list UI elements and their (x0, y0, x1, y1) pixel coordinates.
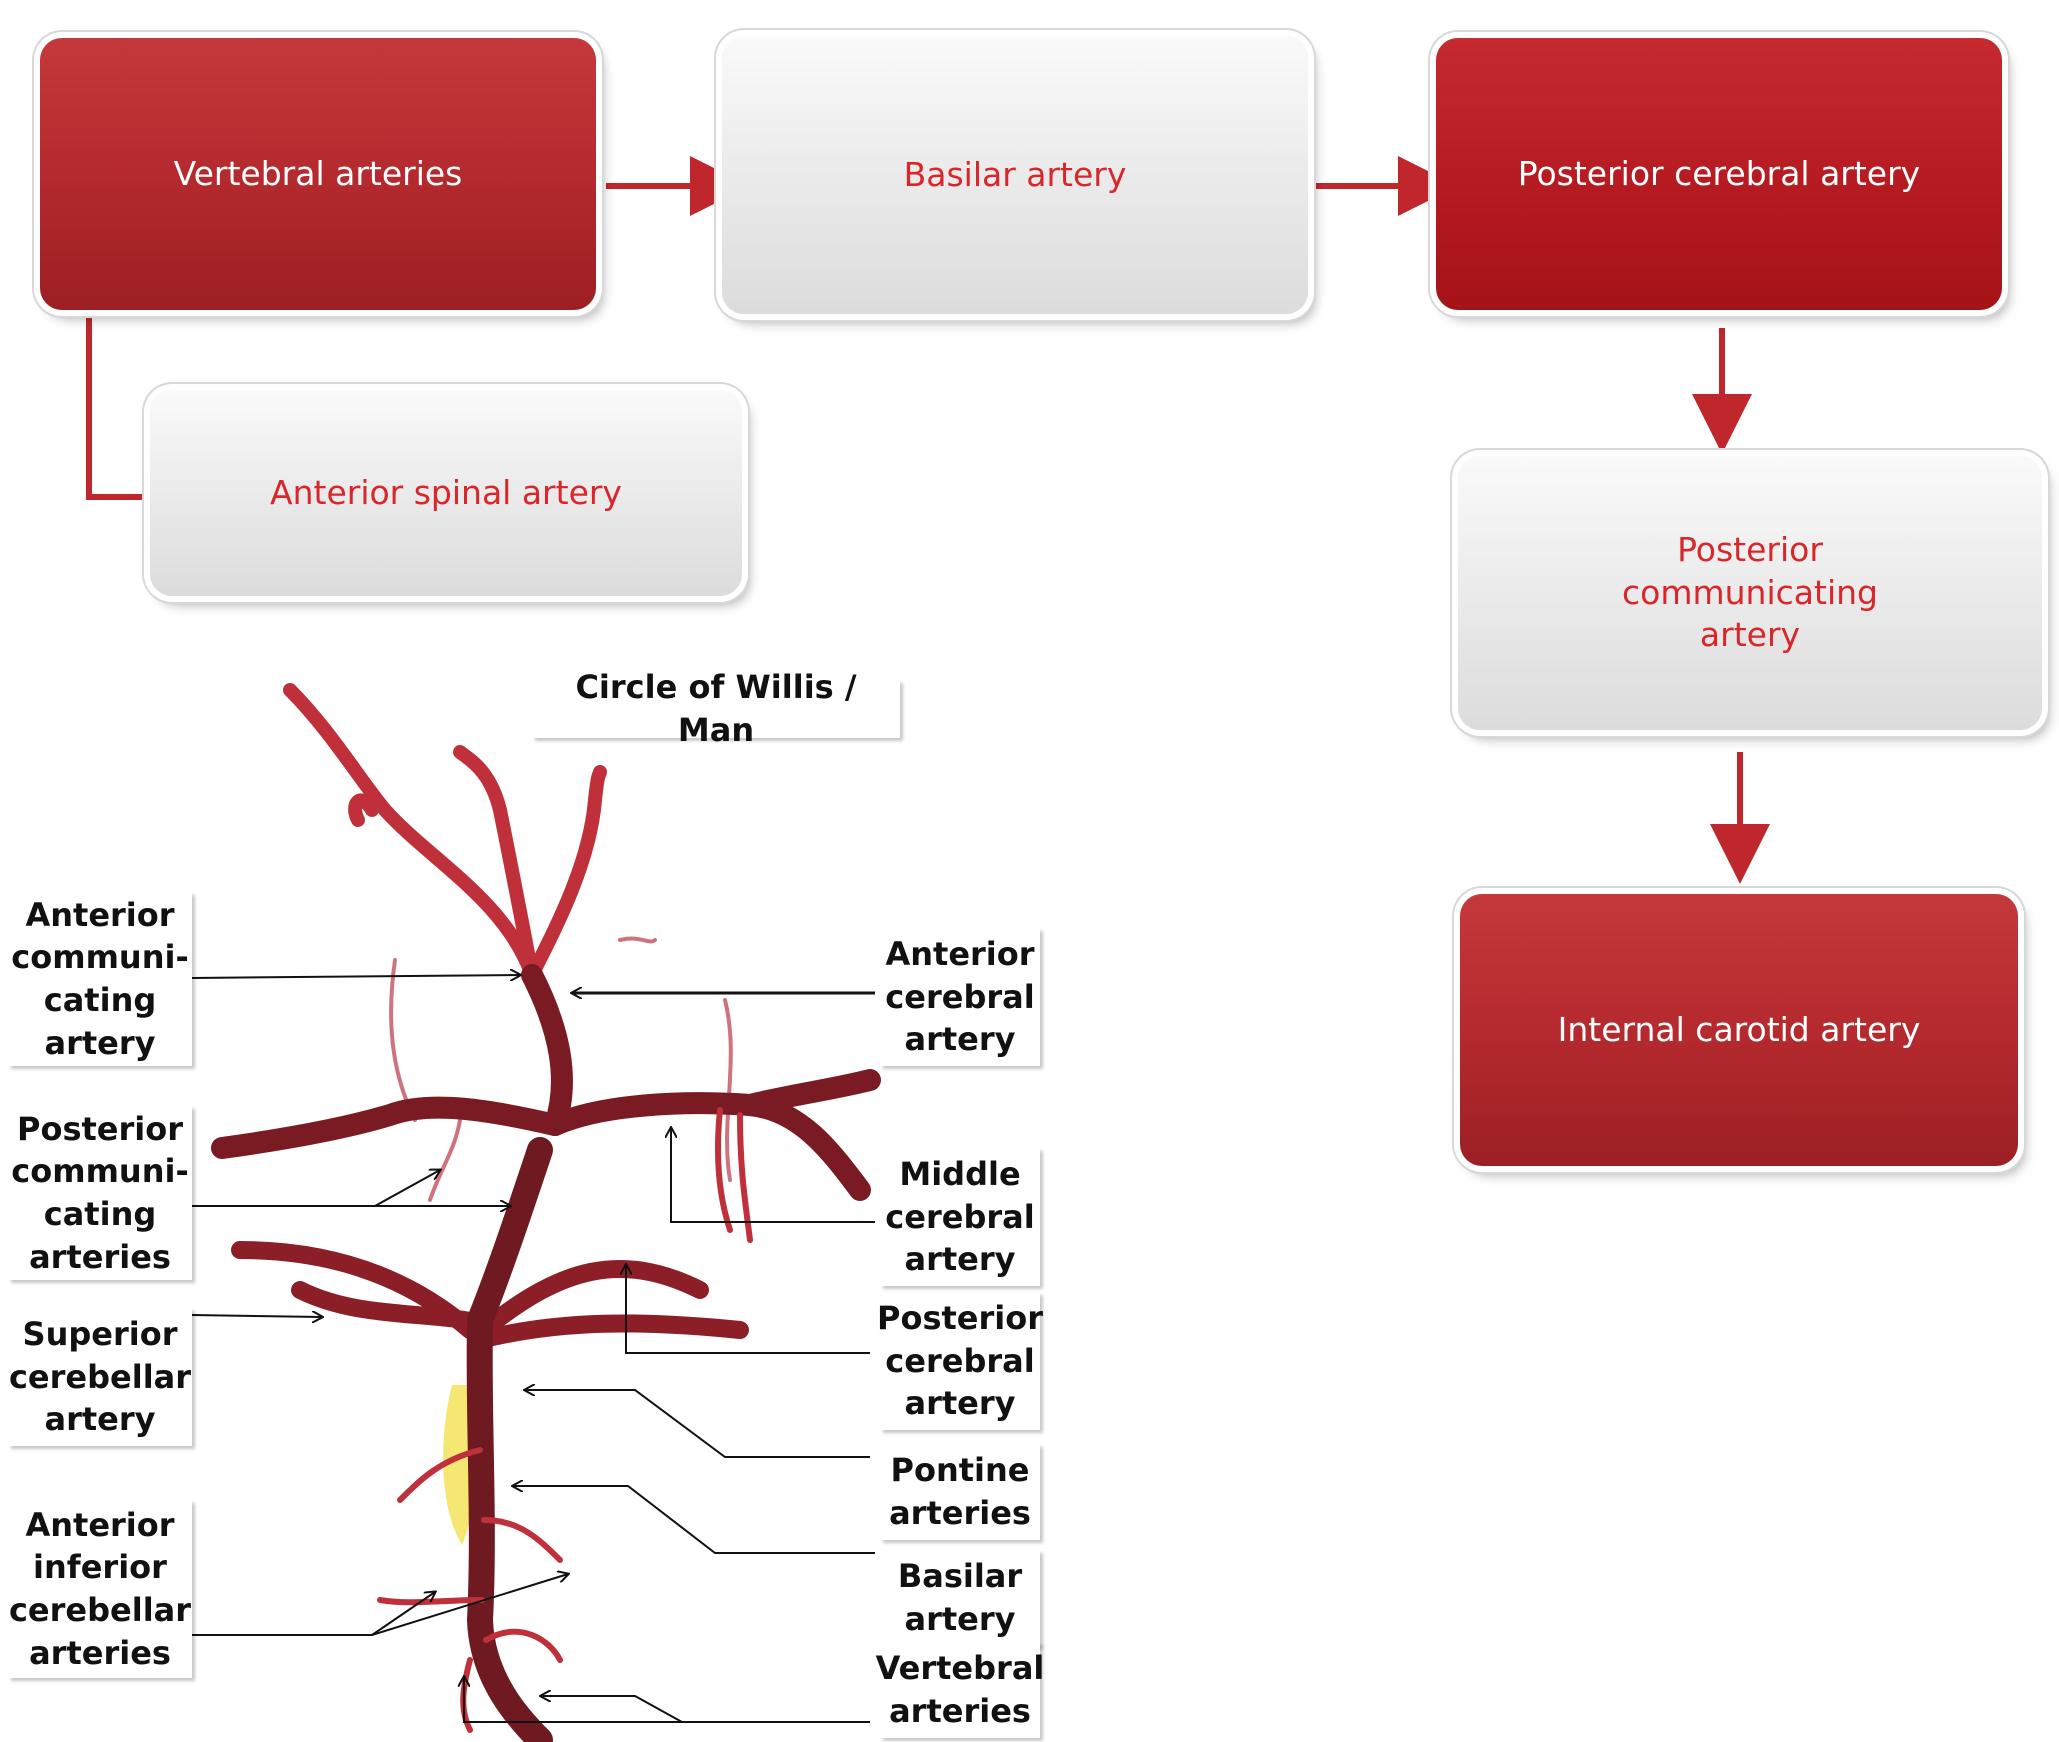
box-vertebral-arteries-label: Vertebral arteries (173, 153, 463, 193)
box-anterior-spinal-artery-label: Anterior spinal artery (270, 472, 622, 512)
pointer-middle-cerebral (671, 1128, 875, 1223)
label-line: communi- (11, 1152, 189, 1191)
box-vertebral-arteries: Vertebral arteries (40, 38, 596, 310)
flowchart-connectors (86, 156, 1770, 884)
box-posterior-cerebral-artery: Posterior cerebral artery (1436, 38, 2002, 310)
pointer-vertebral-b (464, 1677, 682, 1723)
label-line: Posterior (17, 1109, 183, 1148)
photo-title-text: Circle of Willis / Man (575, 668, 857, 749)
label-line: Vertebral (875, 1649, 1045, 1688)
label-line: arteries (29, 1237, 171, 1276)
label-line: cerebral (885, 977, 1035, 1016)
label-line: cating (43, 981, 157, 1019)
photo-title: Circle of Willis / Man (532, 668, 900, 749)
box-basilar-artery-label: Basilar artery (903, 154, 1127, 194)
label-line: cerebellar (8, 1591, 192, 1629)
label-line: arteries (29, 1633, 171, 1672)
pointer-posterior-communicating-a (192, 1170, 440, 1207)
box-internal-carotid-artery: Internal carotid artery (1460, 894, 2018, 1166)
label-line: Anterior (25, 895, 175, 934)
label-line: Middle (899, 1155, 1021, 1194)
box-internal-carotid-artery-label: Internal carotid artery (1557, 1009, 1921, 1049)
label-anterior-inferior-cerebellar-arteries: Anterior inferior cerebellar arteries (8, 1500, 192, 1678)
pointer-lines (191, 975, 875, 1723)
pointer-posterior-cerebral (626, 1265, 870, 1354)
label-line: artery (904, 1020, 1016, 1059)
label-line: Anterior (25, 1505, 175, 1544)
pointer-anterior-communicating (191, 975, 520, 978)
label-line: cerebral (885, 1341, 1035, 1380)
label-line: Superior (22, 1315, 178, 1354)
label-line: artery (904, 1384, 1016, 1423)
label-line: arteries (889, 1692, 1031, 1730)
box-posterior-cerebral-artery-label: Posterior cerebral artery (1517, 153, 1921, 193)
label-line: Basilar (897, 1557, 1023, 1596)
pointer-pontine (525, 1390, 870, 1458)
label-line: communi- (11, 938, 189, 977)
label-posterior-communicating-arteries: Posterior communi- cating arteries (8, 1106, 192, 1280)
box-anterior-spinal-artery: Anterior spinal artery (150, 390, 742, 596)
label-line: cating (43, 1195, 157, 1233)
label-line: artery (44, 1023, 156, 1062)
label-posterior-cerebral-artery: Posterior cerebral artery (877, 1292, 1043, 1430)
label-line: arteries (889, 1494, 1031, 1532)
pointer-superior-cerebellar (191, 1315, 322, 1317)
box-basilar-artery: Basilar artery (722, 36, 1308, 314)
label-anterior-cerebral-artery: Anterior cerebral artery (880, 928, 1040, 1066)
label-line: Pontine (890, 1451, 1030, 1490)
label-line: Anterior (885, 935, 1035, 974)
basilar-trunk (466, 1137, 553, 1742)
label-line: cerebellar (8, 1357, 192, 1396)
label-line: artery (904, 1600, 1016, 1638)
label-line: artery (44, 1400, 156, 1439)
box-posterior-communicating-artery: Posterior communicating artery (1458, 456, 2042, 730)
label-line: cerebral (885, 1197, 1035, 1236)
label-line: Posterior (877, 1299, 1043, 1338)
label-superior-cerebellar-artery: Superior cerebellar artery (8, 1308, 192, 1446)
label-anterior-communicating-artery: Anterior communi- cating artery (8, 892, 192, 1066)
box-posterior-communicating-line-1: Posterior (1677, 529, 1823, 569)
connector-vertebral-to-anterior-spinal (86, 318, 143, 500)
label-line: artery (904, 1240, 1016, 1279)
pointer-aica-a (192, 1592, 435, 1636)
box-posterior-communicating-line-2: communicating (1622, 572, 1878, 612)
box-posterior-communicating-line-3: artery (1699, 615, 1801, 655)
circle-of-willis-specimen (211, 683, 881, 1742)
label-vertebral-arteries: Vertebral arteries (876, 1642, 1044, 1738)
label-pontine-arteries: Pontine arteries (880, 1444, 1040, 1540)
pointer-vertebral-a (541, 1696, 870, 1723)
label-basilar-artery: Basilar artery (880, 1550, 1040, 1646)
label-line: inferior (33, 1548, 167, 1587)
pointer-basilar (513, 1486, 875, 1554)
vertebral-stain (443, 1385, 475, 1545)
label-middle-cerebral-artery: Middle cerebral artery (880, 1148, 1040, 1286)
pointer-aica-b (371, 1574, 568, 1636)
